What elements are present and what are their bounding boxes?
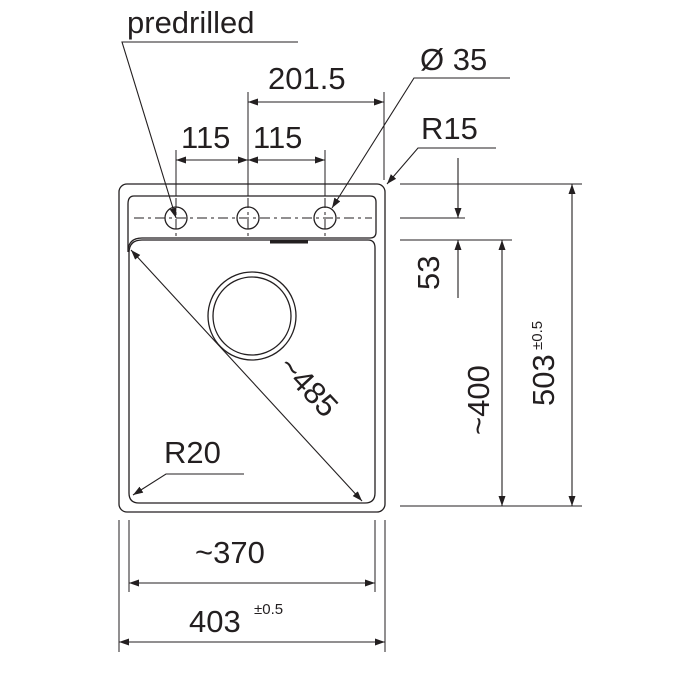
label-total-depth-value: 503	[526, 354, 561, 406]
sink-outline	[118, 183, 386, 513]
label-bowl-diagonal: ~485	[272, 349, 345, 424]
label-hole-pitch-left: 115	[181, 120, 230, 155]
drain-outer-ring	[207, 271, 297, 361]
leader-r15	[386, 147, 496, 185]
leader-diameter	[331, 77, 510, 209]
label-hole-diameter: Ø 35	[420, 42, 487, 77]
label-bowl-depth: ~400	[461, 365, 496, 435]
dim-line-485	[130, 249, 363, 502]
label-total-depth-tolerance: ±0.5	[529, 321, 546, 350]
label-corner-radius-bowl: R20	[164, 435, 221, 470]
label-total-width-value: 403	[189, 604, 241, 639]
label-corner-radius-top: R15	[421, 111, 478, 146]
label-hole-pitch-right: 115	[253, 120, 302, 155]
leader-r20	[132, 473, 244, 496]
label-hole-offset: 53	[411, 256, 446, 290]
label-predrilled: predrilled	[127, 5, 255, 40]
label-total-width-tolerance: ±0.5	[254, 601, 283, 618]
tap-ledge	[127, 195, 377, 253]
label-hole-pitch-total: 201.5	[268, 61, 346, 96]
leader-predrilled	[121, 41, 298, 219]
label-bowl-width: ~370	[195, 535, 265, 570]
bowl-outline	[128, 239, 376, 504]
drain-inner-ring	[212, 276, 292, 356]
